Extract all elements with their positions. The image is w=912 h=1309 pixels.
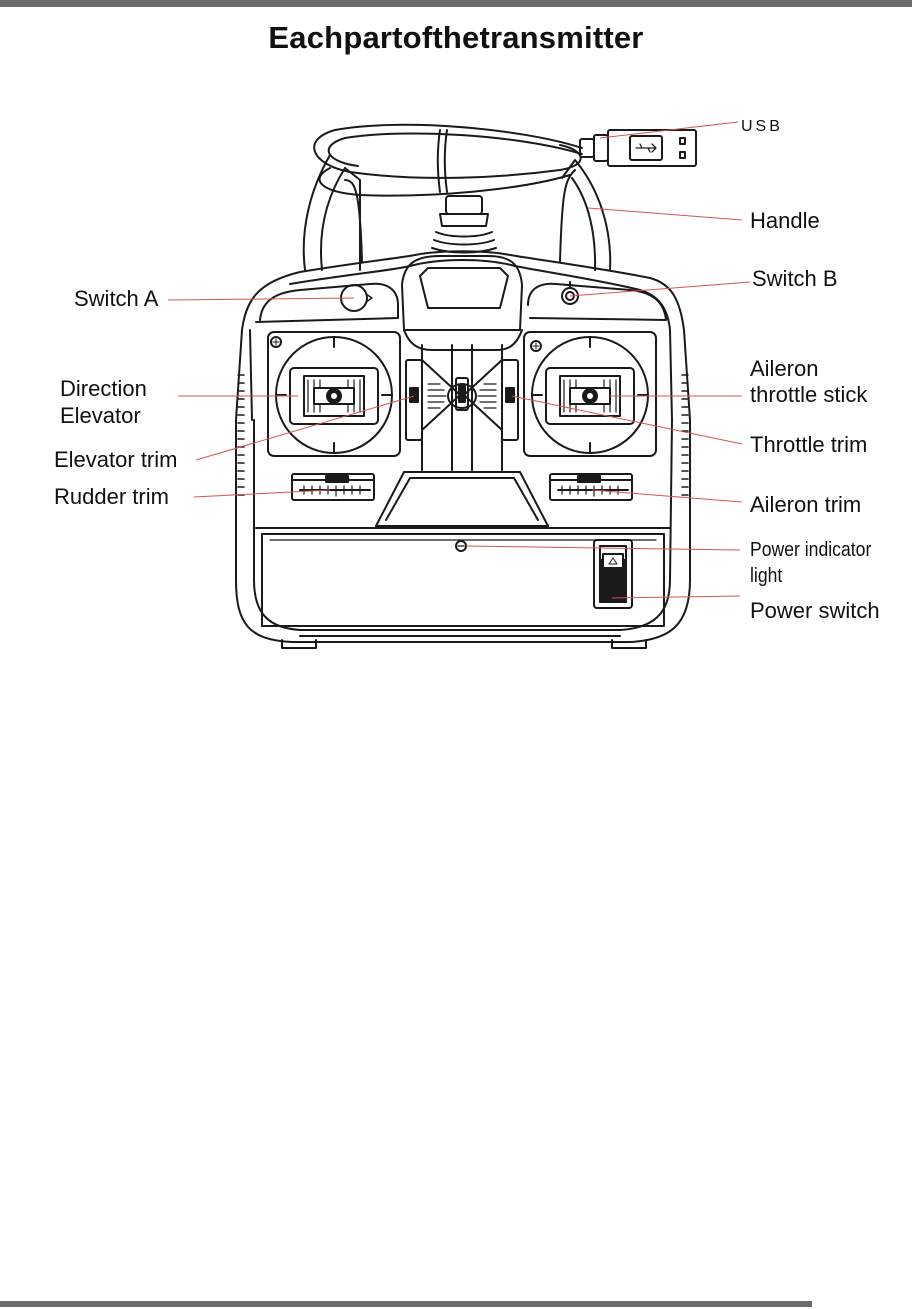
right-grip [682,375,688,495]
label-switch-a: Switch A [74,286,158,312]
label-aileron-trim: Aileron trim [750,492,861,518]
top-connector [432,196,496,253]
leader-handle [588,208,742,220]
left-grip [238,375,244,495]
bottom-rule [0,1301,812,1307]
center-trims [406,345,518,470]
left-gimbal [268,332,400,456]
label-power-indicator-light: light [750,564,782,588]
label-throttle-trim: Throttle trim [750,432,867,458]
right-gimbal [524,332,656,456]
leader-switch-b [570,282,750,296]
power-indicator-light [456,541,466,551]
label-throttle-stick: throttle stick [750,382,867,408]
leader-switch-a [168,298,354,300]
label-rudder-trim: Rudder trim [54,484,169,510]
label-switch-b: Switch B [752,266,838,292]
rudder-trim-slider [292,474,374,500]
leader-rudder-trim [194,490,330,497]
usb-plug [580,130,696,166]
label-usb: USB [741,114,783,140]
label-direction: Direction [60,376,147,402]
label-elevator-trim: Elevator trim [54,447,177,473]
label-elevator: Elevator [60,403,141,429]
label-aileron: Aileron [750,356,818,382]
label-power-indicator: Power indicator [750,538,871,562]
label-power-switch: Power switch [750,598,880,624]
aileron-trim-slider [550,474,632,500]
label-handle: Handle [750,208,820,234]
